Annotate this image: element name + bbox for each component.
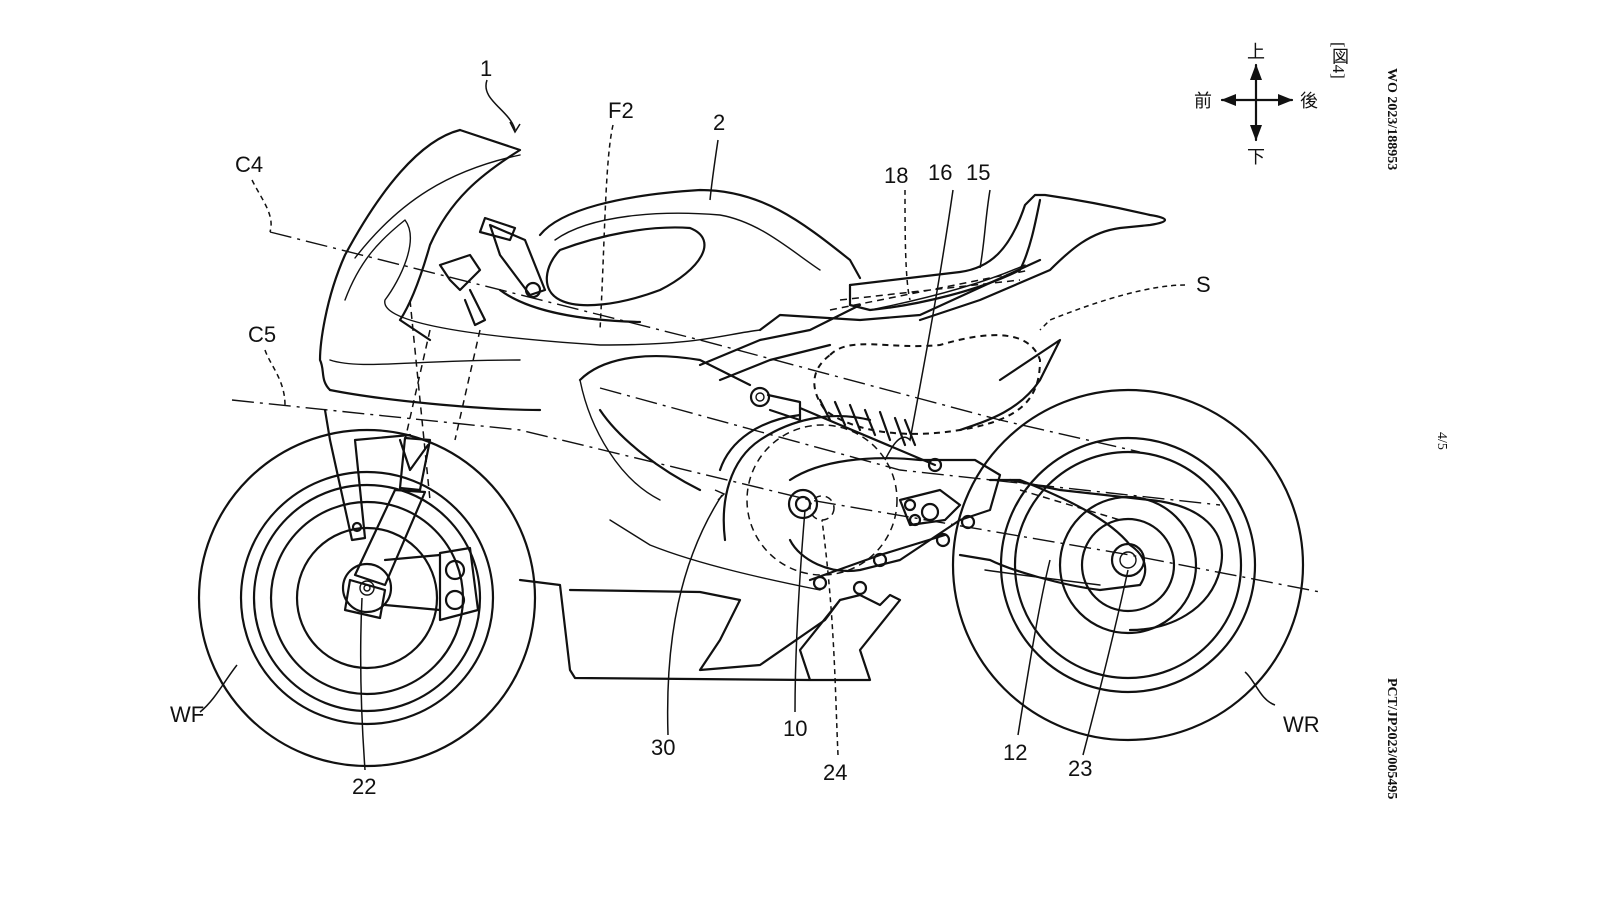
label-front: 前 — [1194, 91, 1212, 112]
storage-space-s — [813, 334, 1042, 435]
label-down: 下 — [1247, 147, 1265, 168]
application-number: PCT/JP2023/005495 — [1384, 678, 1399, 800]
centerline-c4 — [269, 231, 1141, 453]
front-fork — [343, 299, 481, 622]
label-22: 22 — [352, 774, 376, 799]
orientation-legend: 上 下 前 後 — [1194, 42, 1318, 168]
front-wheel — [197, 428, 537, 768]
drive-unit — [718, 413, 1002, 596]
publication-number: WO 2023/188953 — [1384, 68, 1399, 171]
arrow-front-icon — [1221, 94, 1236, 106]
lower-fairing — [518, 519, 902, 682]
label-1: 1 — [480, 56, 492, 81]
centerline-upper — [599, 387, 1221, 506]
label-23: 23 — [1068, 756, 1092, 781]
arrow-up-icon — [1250, 64, 1262, 80]
arrow-down-icon — [1250, 125, 1262, 141]
rear-wheel — [951, 388, 1305, 742]
label-15: 15 — [966, 160, 990, 185]
swingarm — [958, 478, 1223, 632]
label-c4: C4 — [235, 152, 263, 177]
leader-lines — [199, 79, 1276, 771]
label-wr: WR — [1283, 712, 1320, 737]
label-s: S — [1196, 272, 1211, 297]
page-indicator: 4/5 — [1434, 432, 1449, 450]
main-frame — [578, 303, 1062, 501]
label-30: 30 — [651, 735, 675, 760]
label-c5: C5 — [248, 322, 276, 347]
label-18: 18 — [884, 163, 908, 188]
figure-label: [図4] — [1329, 42, 1348, 79]
seat-and-tail — [758, 193, 1167, 332]
tank-panel — [498, 188, 862, 324]
label-16: 16 — [928, 160, 952, 185]
arrow-rear-icon — [1278, 94, 1293, 106]
label-12: 12 — [1003, 740, 1027, 765]
label-2: 2 — [713, 110, 725, 135]
label-10: 10 — [783, 716, 807, 741]
label-wf: WF — [170, 702, 204, 727]
label-up: 上 — [1247, 42, 1265, 63]
label-f2: F2 — [608, 98, 634, 123]
front-fender — [323, 408, 412, 542]
front-fairing — [318, 128, 761, 412]
handlebar — [438, 216, 547, 327]
label-rear: 後 — [1300, 91, 1318, 112]
centerline-c5 — [231, 399, 1321, 593]
label-24: 24 — [823, 760, 847, 785]
